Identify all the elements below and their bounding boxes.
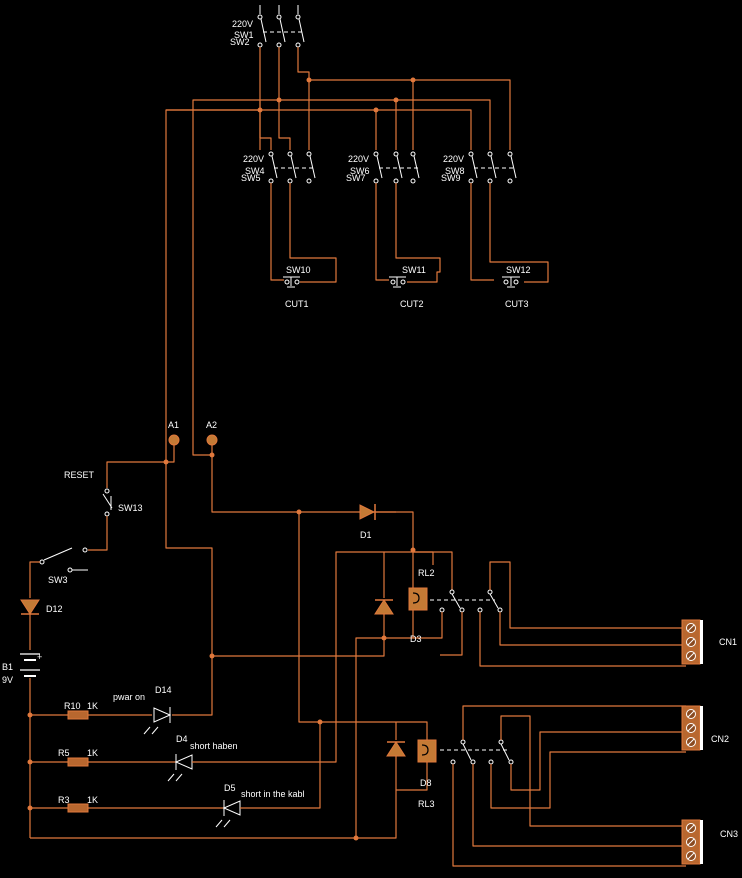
label-cut1: CUT1 (285, 299, 309, 309)
switch-sw3 (29, 547, 88, 598)
switch-sw1-sw2 (257, 5, 305, 48)
ground-return (30, 789, 412, 839)
label-sw11: SW11 (402, 265, 426, 275)
label-cn2: CN2 (711, 734, 729, 744)
label-sw12: SW12 (506, 265, 531, 275)
label-rl2: RL2 (418, 568, 435, 578)
label-sw2: SW2 (230, 37, 250, 47)
reset-switch-sw13 (88, 461, 213, 716)
label-d3: D3 (410, 634, 422, 644)
label-r10: R10 (64, 701, 81, 711)
label-d4: D4 (176, 734, 188, 744)
label-r5-value: 1K (87, 748, 98, 758)
connector-cn2 (681, 705, 704, 751)
label-r3: R3 (58, 795, 70, 805)
label-sw4: SW4 (245, 166, 265, 176)
label-d8: D8 (420, 778, 432, 788)
label-r10-value: 1K (87, 701, 98, 711)
label-d12: D12 (46, 604, 63, 614)
label-220v-3: 220V (348, 154, 369, 164)
label-battery-plus: + (37, 652, 42, 662)
label-sw3: SW3 (48, 575, 68, 585)
label-b1: B1 (2, 662, 13, 672)
label-reset: RESET (64, 470, 95, 480)
label-r5: R5 (58, 748, 70, 758)
connector-cn1 (681, 619, 704, 665)
label-d14-text: pwar on (113, 692, 145, 702)
label-cn1: CN1 (719, 637, 737, 647)
label-d14: D14 (155, 685, 172, 695)
label-d5-text: short in the kabl (241, 789, 305, 799)
label-220v-2: 220V (243, 154, 264, 164)
diode-d12 (20, 599, 40, 650)
label-220v-4: 220V (443, 154, 464, 164)
label-r3-value: 1K (87, 795, 98, 805)
switch-sw8-sw9 (468, 151, 517, 184)
label-sw13: SW13 (118, 503, 143, 513)
relay-rl3 (386, 705, 686, 867)
label-sw5: SW5 (241, 173, 261, 183)
label-d1: D1 (360, 530, 372, 540)
label-sw8: SW8 (445, 166, 465, 176)
cut-switches (270, 183, 549, 288)
led-branch-d5 (27, 722, 321, 828)
label-rl3: RL3 (418, 799, 435, 809)
label-sw7: SW7 (346, 173, 366, 183)
label-220v-1: 220V (232, 19, 253, 29)
label-a1: A1 (168, 420, 179, 430)
label-cut3: CUT3 (505, 299, 529, 309)
label-sw6: SW6 (350, 166, 370, 176)
label-sw9: SW9 (441, 173, 461, 183)
label-a2: A2 (206, 420, 217, 430)
label-sw1: SW1 (234, 30, 254, 40)
label-sw10: SW10 (286, 265, 311, 275)
label-d5: D5 (224, 783, 236, 793)
top-wiring (165, 47, 511, 462)
label-b1-voltage: 9V (2, 675, 13, 685)
label-cut2: CUT2 (400, 299, 424, 309)
led-branch-d14 (27, 707, 172, 735)
diode-d1 (296, 504, 416, 725)
connector-cn3 (681, 819, 704, 865)
relay-rl2 (209, 551, 686, 838)
probe-points (163, 434, 396, 513)
label-cn3: CN3 (720, 829, 738, 839)
switch-sw4-sw5 (268, 100, 316, 184)
led-branch-d4 (27, 551, 434, 782)
switch-sw6-sw7 (373, 151, 420, 184)
label-d4-text: short haben (190, 741, 238, 751)
battery-b1 (20, 653, 40, 838)
